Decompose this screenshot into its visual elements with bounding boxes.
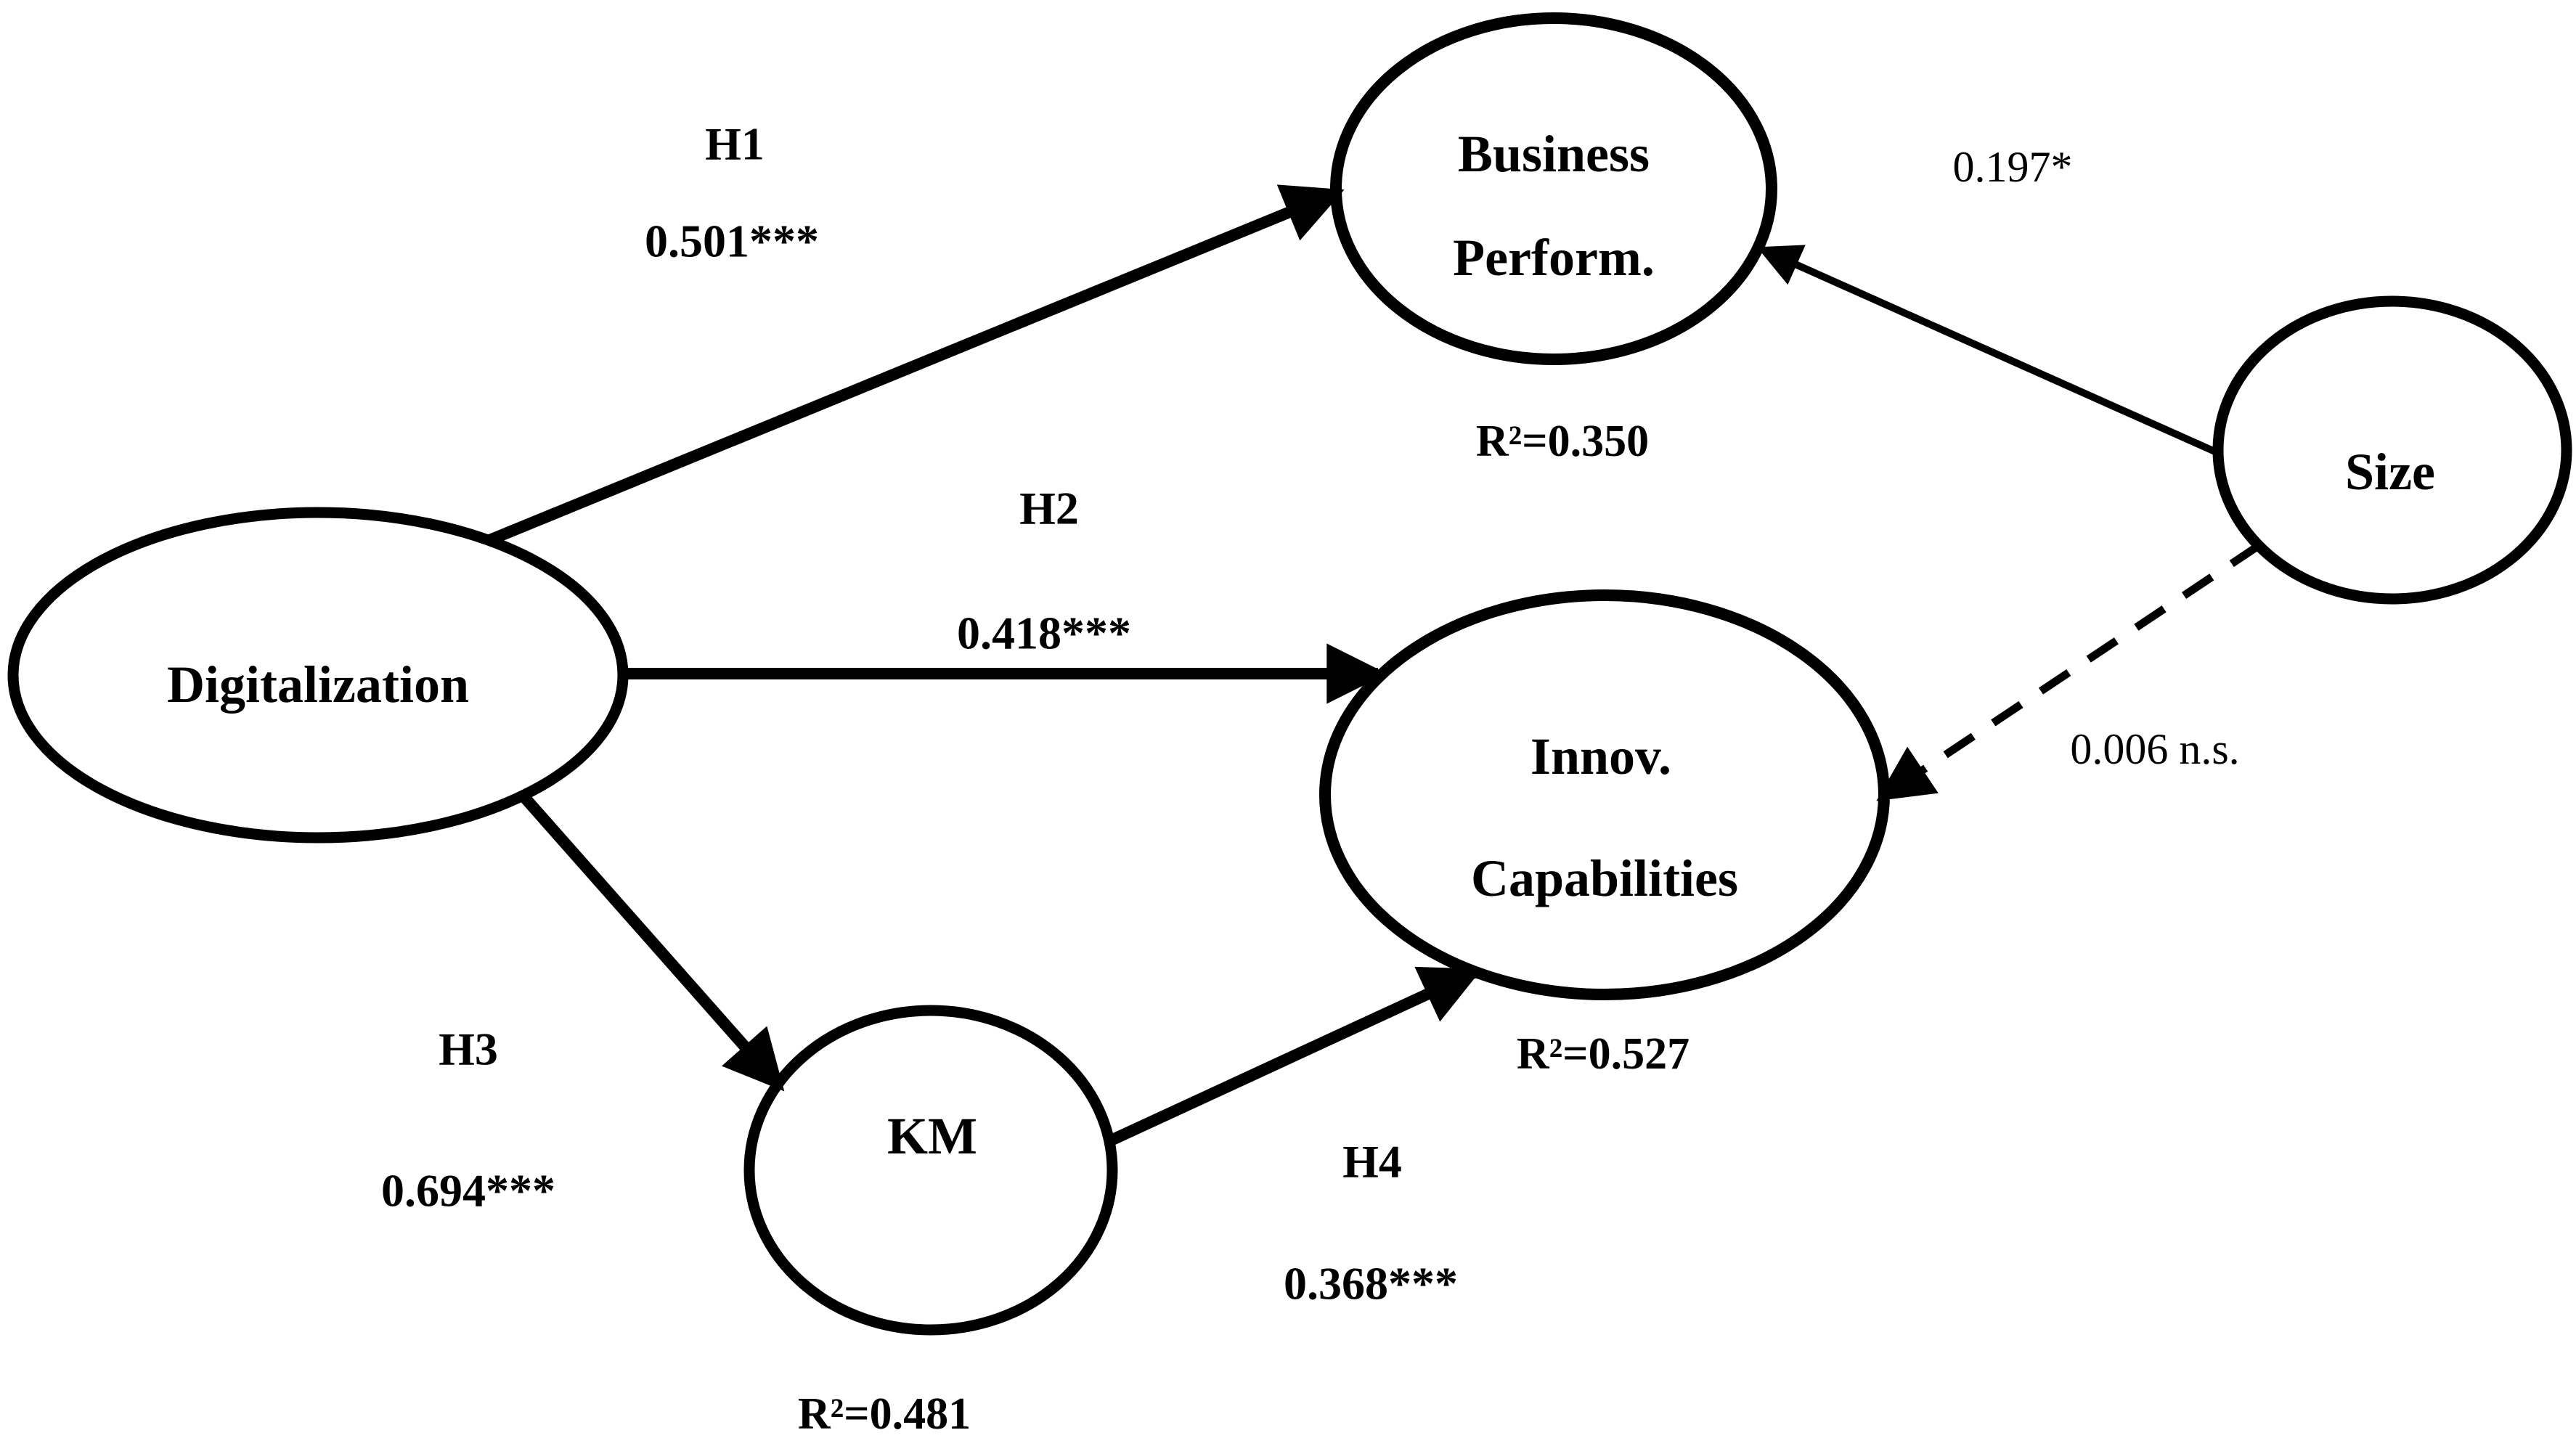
km-label: KM <box>887 1107 977 1165</box>
edge-size-to-innovation-dashed <box>1876 542 2262 801</box>
innovation-capabilities-label-line2: Capabilities <box>1471 849 1738 907</box>
edge-h1-digitalization-to-business <box>485 184 1345 547</box>
innovation-capabilities-node <box>1319 589 1890 1000</box>
edge-size-to-business <box>1756 245 2220 457</box>
edge-h4-km-to-innovation <box>1106 966 1483 1147</box>
size-innovation-coefficient-value: 0.006 n.s. <box>2070 725 2239 773</box>
size-business-coefficient-value: 0.197* <box>1953 143 2073 191</box>
innovation-capabilities-label-line1: Innov. <box>1530 727 1671 785</box>
h3-hypothesis-label: H3 <box>439 1024 498 1075</box>
digitalization-label: Digitalization <box>167 655 469 714</box>
business-performance-node <box>1330 12 1777 365</box>
business-r2-value: R²=0.350 <box>1476 417 1649 466</box>
size-label: Size <box>2345 443 2435 501</box>
h2-coefficient-value: 0.418*** <box>957 608 1131 659</box>
h1-hypothesis-label: H1 <box>705 118 765 170</box>
business-performance-label-line1: Business <box>1458 125 1650 183</box>
km-r2-value: R²=0.481 <box>798 1389 971 1439</box>
h3-coefficient-value: 0.694*** <box>381 1165 555 1217</box>
business-performance-label-line2: Perform. <box>1453 229 1655 287</box>
km-node <box>743 1005 1118 1336</box>
h4-coefficient-value: 0.368*** <box>1284 1258 1458 1310</box>
h4-hypothesis-label: H4 <box>1342 1136 1402 1188</box>
h1-coefficient-value: 0.501*** <box>645 216 819 267</box>
h2-hypothesis-label: H2 <box>1019 483 1079 534</box>
edge-h3-digitalization-to-km <box>520 793 785 1092</box>
innovation-r2-value: R²=0.527 <box>1517 1029 1690 1079</box>
